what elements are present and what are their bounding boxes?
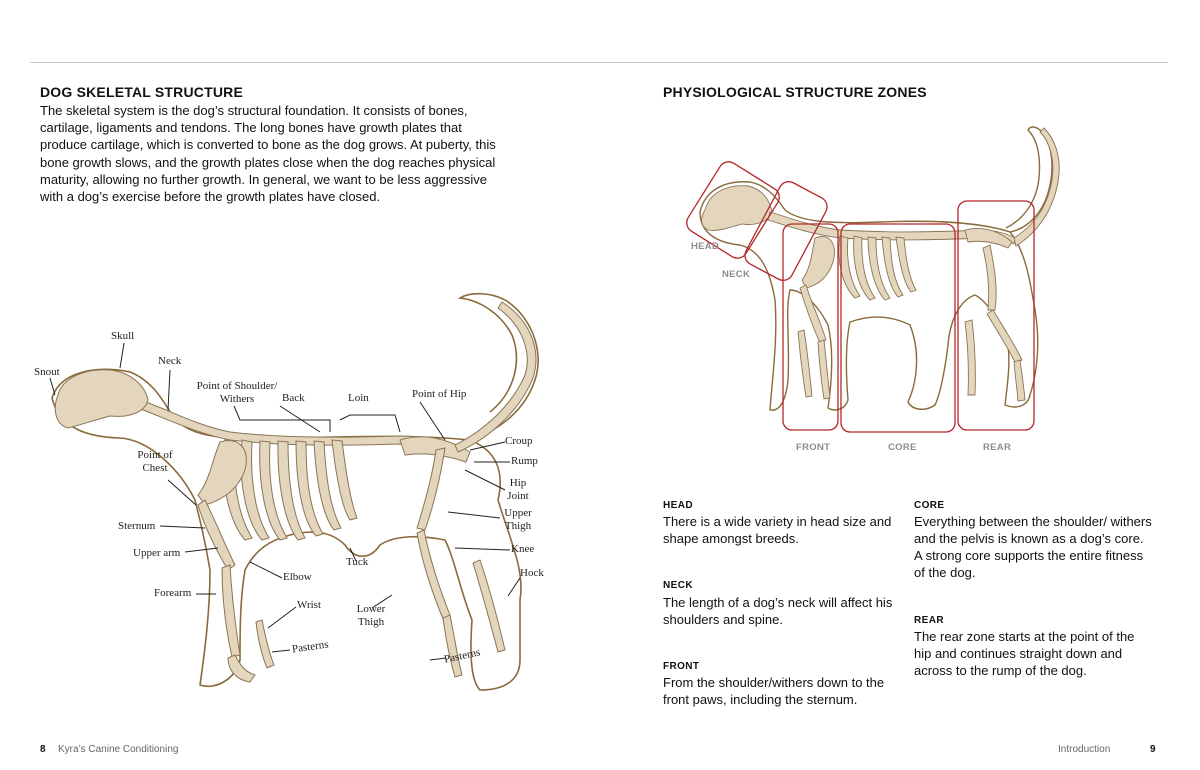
- zone-label-head: HEAD: [691, 241, 719, 252]
- zone-text-core: Everything between the shoulder/ withers…: [914, 513, 1154, 581]
- zone-text-rear: The rear zone starts at the point of the…: [914, 628, 1154, 679]
- zone-text-neck: The length of a dog’s neck will affect h…: [663, 594, 893, 628]
- zone-title-rear: REAR: [914, 615, 944, 626]
- page-number-right: 9: [1150, 744, 1156, 755]
- zone-label-neck: NECK: [722, 269, 750, 280]
- zone-title-core: CORE: [914, 500, 945, 511]
- zone-title-front: FRONT: [663, 661, 699, 672]
- footer-chapter-title: Introduction: [1058, 744, 1110, 755]
- zone-title-neck: NECK: [663, 580, 693, 591]
- zone-text-head: There is a wide variety in head size and…: [663, 513, 893, 547]
- zone-label-core: CORE: [888, 442, 917, 453]
- zone-label-front: FRONT: [796, 442, 830, 453]
- zone-label-rear: REAR: [983, 442, 1011, 453]
- zone-title-head: HEAD: [663, 500, 693, 511]
- zone-text-front: From the shoulder/withers down to the fr…: [663, 674, 893, 708]
